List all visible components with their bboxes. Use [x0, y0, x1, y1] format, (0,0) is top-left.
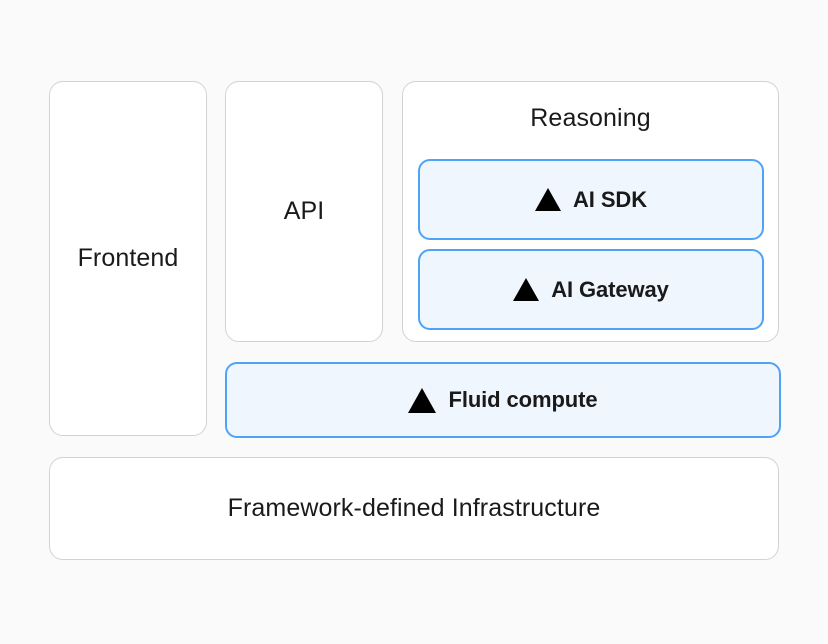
- framework-infrastructure-card[interactable]: Framework-defined Infrastructure: [49, 457, 779, 560]
- fluid-compute-content: Fluid compute: [408, 387, 598, 413]
- frontend-label: Frontend: [77, 244, 179, 272]
- fluid-compute-label: Fluid compute: [448, 387, 598, 412]
- vercel-triangle-icon: [408, 387, 437, 413]
- ai-sdk-card[interactable]: AI SDK: [418, 159, 764, 240]
- vercel-triangle-icon: [513, 278, 540, 301]
- ai-sdk-content: AI SDK: [535, 187, 647, 213]
- framework-infrastructure-label: Framework-defined Infrastructure: [227, 494, 601, 522]
- ai-gateway-card[interactable]: AI Gateway: [418, 249, 764, 330]
- api-card[interactable]: API: [225, 81, 383, 342]
- vercel-triangle-icon: [535, 188, 562, 211]
- ai-gateway-content: AI Gateway: [513, 277, 669, 303]
- reasoning-title: Reasoning: [530, 104, 651, 132]
- ai-gateway-label: AI Gateway: [551, 276, 669, 302]
- ai-sdk-label: AI SDK: [573, 186, 647, 212]
- reasoning-card[interactable]: Reasoning AI SDK AI Gateway: [402, 81, 779, 342]
- api-label: API: [283, 197, 325, 225]
- fluid-compute-card[interactable]: Fluid compute: [225, 362, 781, 438]
- frontend-card[interactable]: Frontend: [49, 81, 207, 436]
